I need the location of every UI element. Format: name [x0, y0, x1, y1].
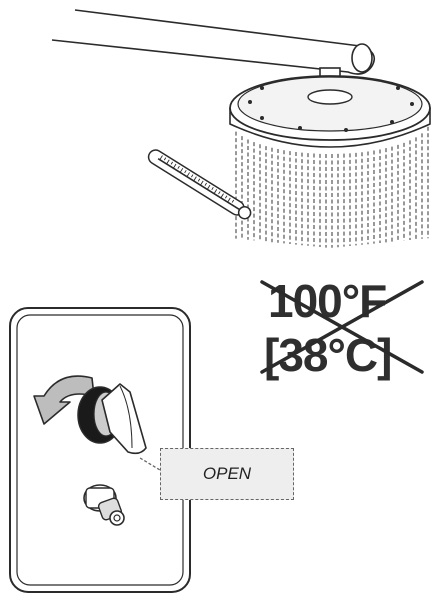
diverter-knob-icon — [83, 484, 125, 526]
thermometer-tick — [177, 165, 180, 169]
thermometer-tick — [204, 182, 207, 186]
thermometer-tick — [213, 189, 218, 194]
thermometer-tick — [206, 184, 211, 190]
water-streams — [235, 126, 429, 248]
thermometer-tick — [197, 178, 201, 182]
open-label: OPEN — [202, 464, 252, 483]
callout-leader-line — [139, 457, 161, 471]
valve-handle-icon — [77, 383, 147, 455]
rotate-left-arrow-icon — [33, 375, 95, 425]
thermometer-tick — [193, 176, 197, 182]
thermometer-tick — [184, 170, 187, 174]
temperature-fahrenheit: 100°F — [268, 275, 387, 327]
temperature-celsius: [38°C] — [264, 329, 392, 381]
thermometer-tick — [159, 155, 163, 160]
thermometer-tick — [220, 193, 224, 199]
open-callout: OPEN — [160, 448, 294, 500]
thermometer-tick — [218, 191, 221, 195]
thermometer-tick — [170, 161, 174, 165]
thermometer-tick — [191, 174, 194, 178]
thermometer-tick — [163, 157, 167, 161]
thermometer-tick — [200, 180, 204, 186]
thermometer-tick — [166, 159, 170, 165]
thermometer-tick — [227, 197, 231, 203]
shower-arm — [51, 9, 376, 75]
thermometer-tick — [179, 167, 184, 173]
thermometer-tick — [231, 199, 235, 203]
thermometer-tick — [186, 172, 190, 177]
thermometer-tick — [173, 163, 177, 169]
thermometer-icon — [147, 149, 252, 220]
thermometer-tick — [224, 195, 228, 199]
thermometer-tick — [211, 187, 214, 191]
shower-head-icon — [229, 75, 431, 148]
